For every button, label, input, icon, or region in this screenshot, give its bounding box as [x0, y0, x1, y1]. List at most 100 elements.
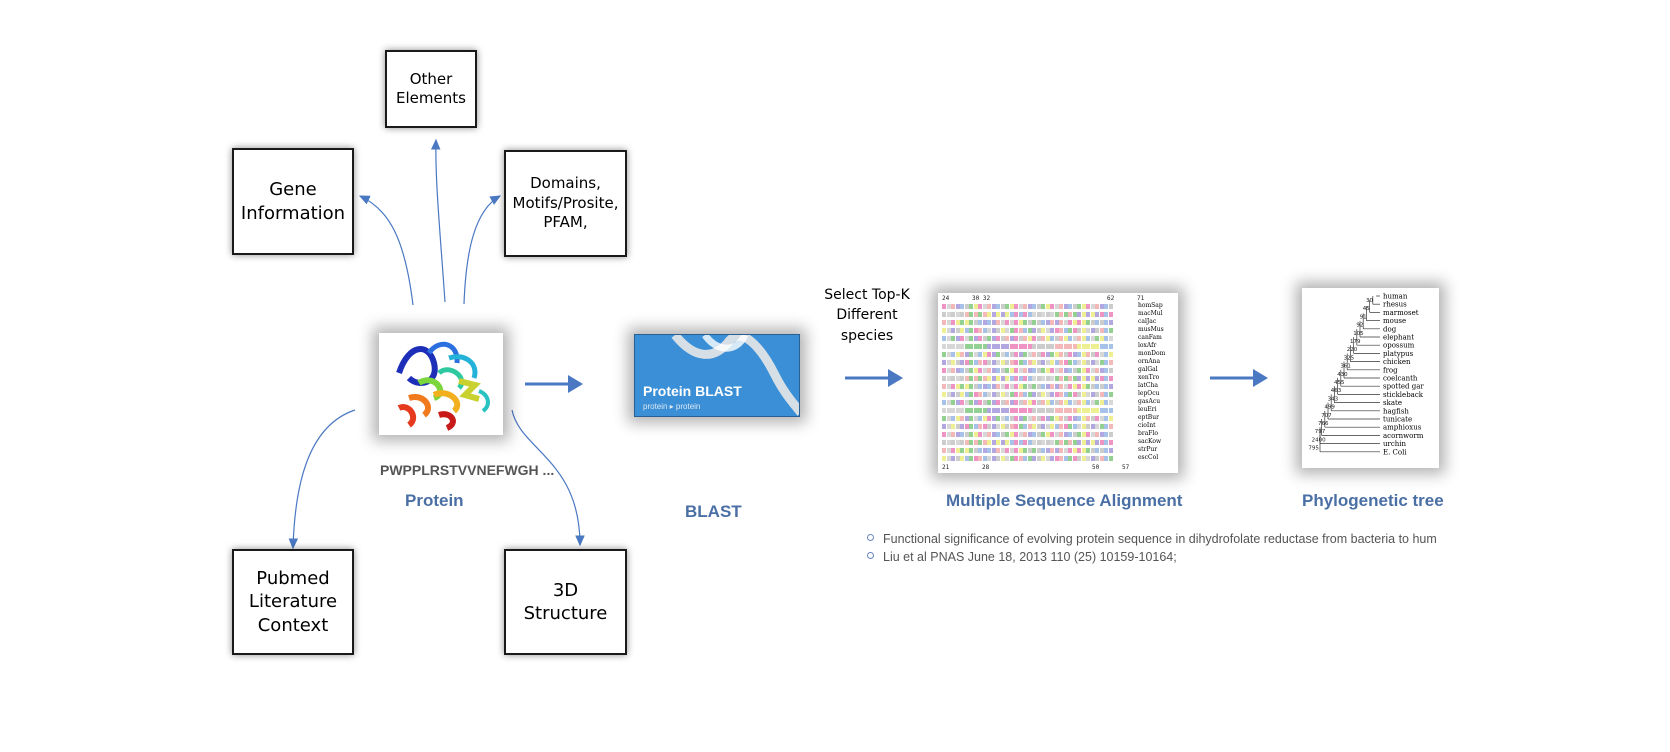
- msa-residue: [1099, 392, 1104, 397]
- msa-residue: [946, 376, 951, 381]
- msa-residue: [955, 312, 960, 317]
- msa-residue: [1090, 440, 1095, 445]
- msa-residue: [964, 360, 969, 365]
- msa-residue: [973, 424, 978, 429]
- msa-residue: [973, 448, 978, 453]
- msa-residue: [973, 328, 978, 333]
- msa-residue: [1054, 352, 1059, 357]
- msa-residue: [1050, 432, 1054, 437]
- msa-residue: [978, 424, 982, 429]
- msa-residue: [951, 432, 955, 437]
- msa-residue: [978, 320, 982, 325]
- msa-residue: [1005, 304, 1009, 309]
- msa-residue: [1045, 328, 1050, 333]
- msa-residue: [942, 400, 946, 405]
- msa-species-name: leuEri: [1138, 406, 1157, 413]
- msa-residue: [1063, 352, 1068, 357]
- msa-residue: [1104, 336, 1108, 341]
- msa-residue: [1081, 456, 1086, 461]
- msa-row: homSap: [942, 302, 1174, 310]
- other-elements-box: Other Elements: [385, 50, 477, 128]
- msa-residue: [1072, 304, 1077, 309]
- msa-residue: [1108, 424, 1113, 429]
- msa-row: loxAfr: [942, 342, 1174, 350]
- msa-residue: [1108, 328, 1113, 333]
- msa-residue: [955, 384, 960, 389]
- msa-residue: [1009, 416, 1014, 421]
- msa-residue: [1104, 392, 1108, 397]
- msa-residue: [1032, 416, 1036, 421]
- tree-taxon-label: acornworm: [1383, 432, 1424, 440]
- msa-residue: [1018, 344, 1023, 349]
- msa-residue: [987, 360, 991, 365]
- msa-residue: [973, 312, 978, 317]
- msa-residue: [960, 456, 964, 461]
- msa-residue: [1077, 312, 1081, 317]
- msa-residue: [969, 344, 973, 349]
- msa-residue: [946, 432, 951, 437]
- msa-residue: [996, 456, 1000, 461]
- msa-residue: [1104, 352, 1108, 357]
- msa-residue: [996, 424, 1000, 429]
- msa-residue: [1072, 432, 1077, 437]
- msa-residue: [1077, 376, 1081, 381]
- msa-residue: [996, 320, 1000, 325]
- msa-residue: [978, 304, 982, 309]
- msa-residue: [1104, 456, 1108, 461]
- msa-residue: [1041, 456, 1045, 461]
- msa-row: sacKow: [942, 438, 1174, 446]
- msa-residue: [1041, 440, 1045, 445]
- tree-taxon-label: spotted gar: [1383, 383, 1424, 391]
- msa-residue: [1005, 456, 1009, 461]
- tree-taxon-label: frog: [1383, 366, 1398, 374]
- msa-residue: [969, 392, 973, 397]
- reference-1: Functional significance of evolving prot…: [867, 532, 1437, 546]
- msa-residue: [982, 408, 987, 413]
- msa-residue: [942, 448, 946, 453]
- msa-residue: [1063, 456, 1068, 461]
- msa-residue: [1099, 408, 1104, 413]
- msa-residue: [951, 360, 955, 365]
- msa-residue: [1054, 384, 1059, 389]
- msa-residue: [1059, 360, 1063, 365]
- msa-residue: [1041, 416, 1045, 421]
- msa-residue: [1068, 328, 1072, 333]
- msa-residue: [1104, 376, 1108, 381]
- msa-residue: [1086, 424, 1090, 429]
- tree-label: Phylogenetic tree: [1302, 491, 1444, 510]
- msa-residue: [1000, 352, 1005, 357]
- tree-node-age: 361: [1340, 364, 1351, 370]
- msa-residue: [964, 392, 969, 397]
- msa-residue: [1059, 312, 1063, 317]
- msa-residue: [964, 320, 969, 325]
- msa-residue: [978, 312, 982, 317]
- msa-residue: [1009, 432, 1014, 437]
- msa-residue: [987, 400, 991, 405]
- msa-residue: [1072, 384, 1077, 389]
- msa-residue: [1023, 360, 1027, 365]
- msa-residue: [1005, 400, 1009, 405]
- msa-residue: [951, 448, 955, 453]
- msa-residue: [987, 456, 991, 461]
- msa-tick: 71: [1137, 295, 1145, 302]
- msa-residue: [955, 440, 960, 445]
- msa-residue: [951, 368, 955, 373]
- msa-residue: [1036, 320, 1041, 325]
- msa-residue: [982, 352, 987, 357]
- msa-residue: [1077, 368, 1081, 373]
- msa-residue: [1095, 368, 1099, 373]
- msa-residue: [1072, 312, 1077, 317]
- msa-tick: 30 32: [972, 295, 991, 302]
- protein-structure-image: [379, 333, 503, 435]
- msa-residue: [1023, 448, 1027, 453]
- msa-residue: [1072, 352, 1077, 357]
- msa-residue: [1050, 360, 1054, 365]
- msa-residue: [1023, 352, 1027, 357]
- msa-residue: [1095, 432, 1099, 437]
- msa-residue: [951, 424, 955, 429]
- msa-residue: [1077, 320, 1081, 325]
- msa-residue: [996, 368, 1000, 373]
- msa-residue: [1023, 424, 1027, 429]
- msa-residue: [1068, 424, 1072, 429]
